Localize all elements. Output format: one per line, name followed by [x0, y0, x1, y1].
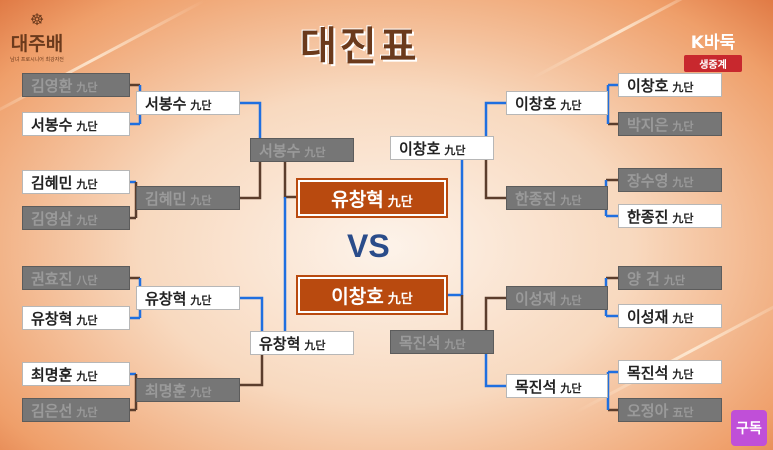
channel-brand: K바둑	[690, 33, 736, 53]
channel-logo: K바둑 생중계	[684, 28, 742, 72]
ship-wheel-icon: ☸	[29, 10, 45, 29]
live-badge: 생중계	[684, 55, 742, 72]
logo-subtitle: 남녀 프로시니어 최강자전	[10, 57, 64, 63]
subscribe-button[interactable]: 구독	[731, 410, 767, 446]
page-title: 대진표	[300, 23, 420, 70]
vs-label: VS	[347, 228, 390, 264]
tournament-logo: ☸ 대주배 남녀 프로시니어 최강자전	[6, 10, 68, 63]
logo-text: 대주배	[10, 33, 64, 55]
